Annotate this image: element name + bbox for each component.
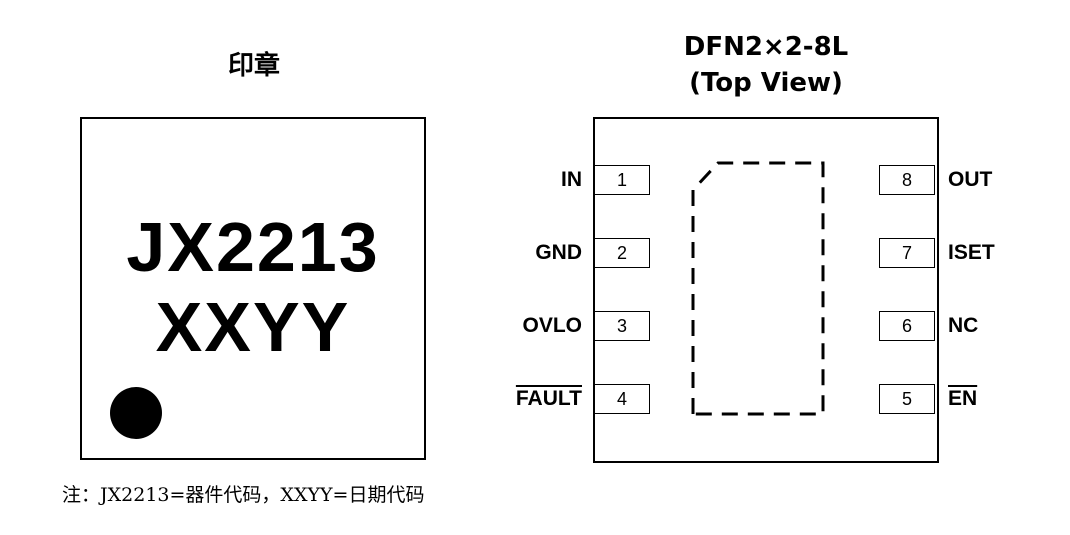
- pin-8-pad: 8: [879, 165, 935, 195]
- date-code-marking: XXYY: [155, 288, 351, 366]
- pin-2-pad: 2: [594, 238, 650, 268]
- pin-3-label: OVLO: [522, 314, 582, 337]
- pin1-indicator-dot: [110, 387, 162, 439]
- device-code-marking: JX2213: [126, 208, 380, 286]
- pin-8-label: OUT: [948, 168, 993, 191]
- marking-title: 印章: [227, 51, 280, 81]
- pin-6-pad: 6: [879, 311, 935, 341]
- pin-1-pad: 1: [594, 165, 650, 195]
- pin-7-pad: 7: [879, 238, 935, 268]
- pin-7-label: ISET: [948, 241, 995, 264]
- pin-2-label: GND: [535, 241, 582, 264]
- pin-5-pad: 5: [879, 384, 935, 414]
- package-body: [593, 117, 939, 463]
- pin-6-label: NC: [948, 314, 979, 337]
- pin-1-label: IN: [561, 168, 582, 191]
- pin-3-pad: 3: [594, 311, 650, 341]
- package-view-label: (Top View): [689, 68, 843, 98]
- footnote: 注：JX2213=器件代码，XXYY=日期代码: [62, 484, 425, 506]
- package-title: DFN2×2-8L: [683, 32, 849, 62]
- chip-marking-box: JX2213 XXYY: [80, 117, 426, 460]
- pin-5-label: EN: [948, 387, 978, 410]
- pin-4-label: FAULT: [515, 387, 582, 410]
- pin-4-pad: 4: [594, 384, 650, 414]
